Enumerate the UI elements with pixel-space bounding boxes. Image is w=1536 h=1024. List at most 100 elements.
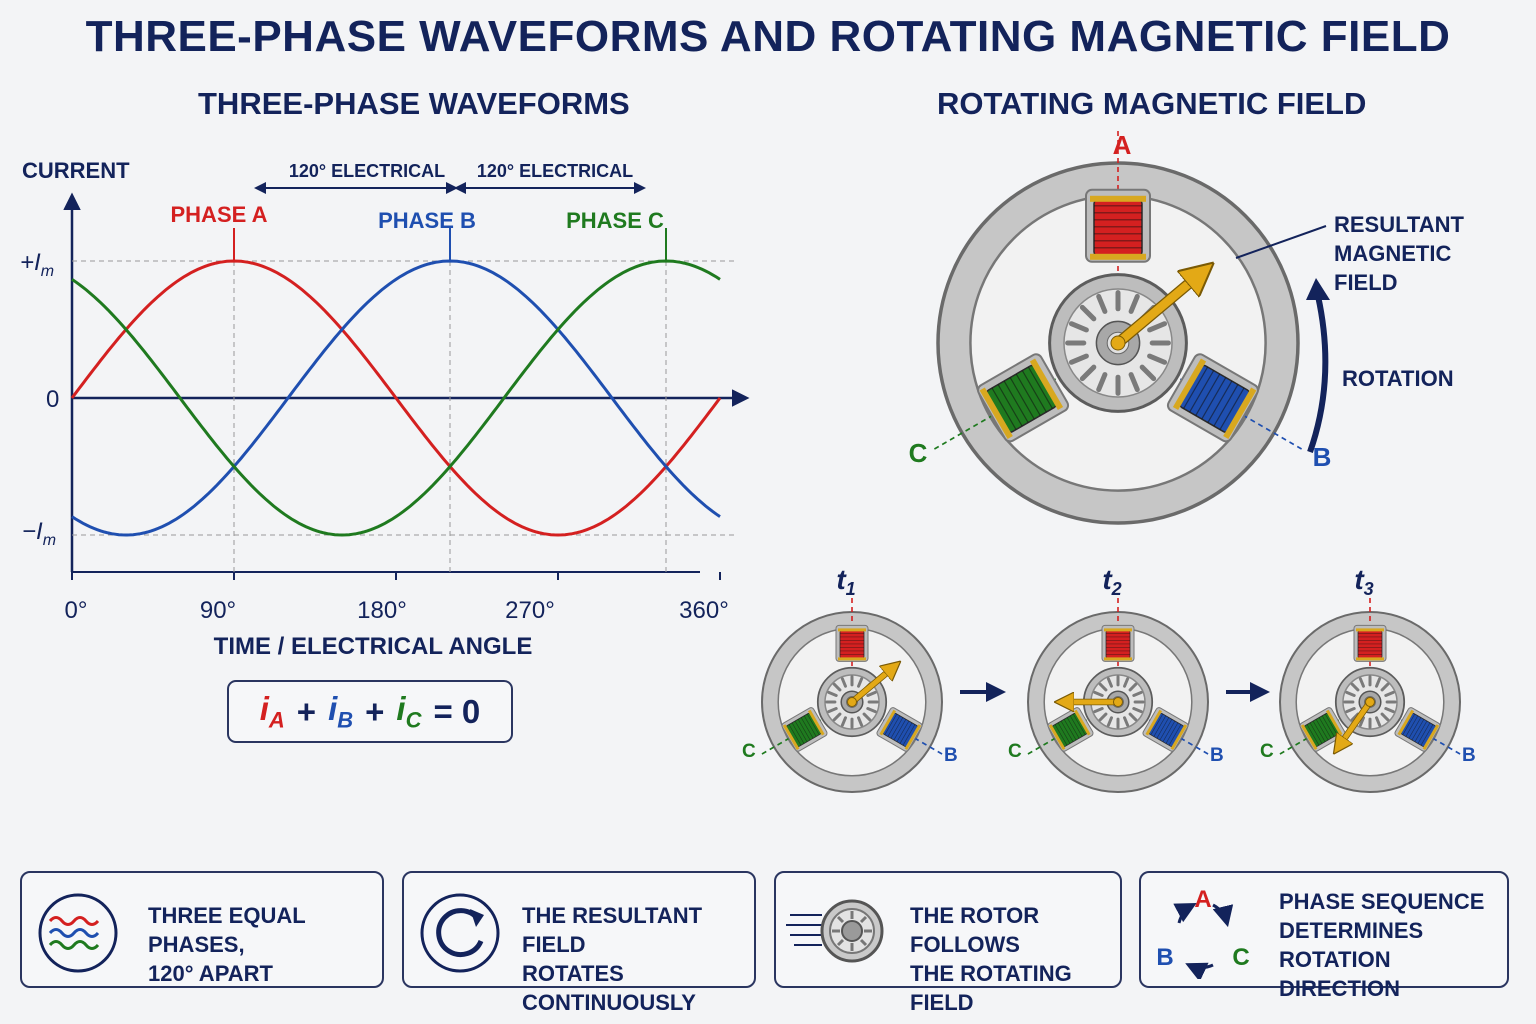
snapshot-3-coil-a-cap-top xyxy=(1356,628,1384,632)
eq-ia: iA xyxy=(259,689,285,733)
snapshot-1-rotor-bar xyxy=(832,712,842,722)
snapshot-3-arrow-pivot xyxy=(1365,697,1375,707)
big-motor-rotor-bar xyxy=(1068,353,1089,365)
snapshot-1-rotor-bar xyxy=(862,712,872,722)
snapshot-3-coil-c-cap-top xyxy=(1325,709,1343,736)
snapshot-3-coil-b-turn xyxy=(1414,720,1428,742)
three-waves-icon xyxy=(38,893,118,973)
snapshot-2-coil-c-turn xyxy=(1072,713,1086,735)
snapshot-2-sub: 2 xyxy=(1111,579,1122,599)
phase-label-c: PHASE C xyxy=(566,208,664,233)
rotation-arrow-head xyxy=(1306,278,1330,300)
card-2-text: THE RESULTANT FIELD ROTATES CONTINUOUSLY xyxy=(522,901,754,1017)
card-3-line-1: THE ROTOR FOLLOWS xyxy=(910,903,1040,957)
snapshot-1-rotor-bar xyxy=(827,690,838,697)
y-tick-zero: 0 xyxy=(46,386,59,413)
snapshot-1-rotor-bar xyxy=(827,707,838,714)
rotate-arrow-icon xyxy=(420,893,500,973)
big-motor-rotor-bar xyxy=(1079,364,1097,382)
card-1-line-2: 120° APART xyxy=(148,961,273,986)
x-tick-label-1: 90° xyxy=(200,597,236,624)
card-1-text: THREE EQUAL PHASES, 120° APART xyxy=(148,901,382,988)
snapshot-2-rotor-bar xyxy=(1128,682,1138,692)
snapshot-3-rotor-bar xyxy=(1380,682,1390,692)
snapshot-1-label-b: B xyxy=(944,745,958,766)
sum-equation: iA + iB + iC = 0 xyxy=(227,680,513,743)
resultant-label-line-3: FIELD xyxy=(1334,270,1398,295)
snapshot-3-coil-c-turn xyxy=(1324,713,1338,735)
snapshot-3-coil-b-turn xyxy=(1420,724,1434,746)
cycle-letter-a: A xyxy=(1194,886,1211,913)
snapshot-2-coil-b-turn xyxy=(1162,720,1176,742)
y-tick-minus-sub: m xyxy=(43,532,56,549)
card-4-line-3: DIRECTION xyxy=(1279,976,1400,1001)
snapshot-3-rotor-bar xyxy=(1345,707,1356,714)
snapshot-3-field-arrow xyxy=(1338,700,1373,748)
card-field-rotates: THE RESULTANT FIELD ROTATES CONTINUOUSLY xyxy=(402,871,756,1015)
snapshot-1-coil-c-turn xyxy=(803,715,817,737)
card-rotor-follows: THE ROTOR FOLLOWS THE ROTATING FIELD xyxy=(774,871,1122,1015)
snapshot-1-coil-c-turn xyxy=(800,717,814,739)
resultant-leader-line xyxy=(1235,225,1327,259)
pole-label-b: B xyxy=(1313,442,1332,472)
big-motor-rotor-bar xyxy=(1068,321,1089,333)
snapshot-2-coil-b-turn xyxy=(1150,713,1164,735)
snapshot-1-coil-b-cap-bottom xyxy=(904,724,922,751)
snapshot-2-coil-b-turn xyxy=(1168,724,1182,746)
eq-plus-1: + xyxy=(296,692,317,730)
snapshot-2-rotor-bar xyxy=(1098,712,1108,722)
snapshot-3-coil-c-turn xyxy=(1321,715,1335,737)
snapshot-2-coil-c-cap-bottom xyxy=(1048,724,1066,751)
snapshot-2-coil-c-cap-top xyxy=(1073,709,1091,736)
snapshot-1-coil-c xyxy=(781,707,828,752)
snapshot-3-rotor-bar xyxy=(1375,677,1382,688)
main-title: THREE-PHASE WAVEFORMS AND ROTATING MAGNE… xyxy=(85,12,1451,61)
phase-cycle-icon: A B C xyxy=(1156,886,1250,979)
eq-equals: = 0 xyxy=(433,692,481,730)
snapshot-2-coil-b-turn xyxy=(1153,715,1167,737)
snapshot-2-coil-b-turn xyxy=(1165,722,1179,744)
card-4-line-1: PHASE SEQUENCE xyxy=(1279,889,1485,914)
big-motor-rotor-bar xyxy=(1147,321,1168,333)
big-motor-rotor-bar xyxy=(1096,372,1108,393)
snapshot-1-sub: 1 xyxy=(846,579,856,599)
snapshot-3-rotor-bar xyxy=(1380,712,1390,722)
big-motor-field-arrow xyxy=(1115,271,1203,347)
series-line-phase-c xyxy=(71,259,721,537)
spacing-label-2: 120° ELECTRICAL xyxy=(477,161,633,181)
big-motor-coil-b-turn xyxy=(1189,370,1215,413)
snapshot-1-coil-c-cap-bottom xyxy=(782,724,800,751)
resultant-label-line-1: RESULTANT xyxy=(1334,212,1465,237)
snapshot-1-rotor-bar xyxy=(857,716,864,727)
snapshot-2-coil-b-turn xyxy=(1159,719,1173,741)
snapshot-1-rotor-bar xyxy=(857,677,864,688)
big-motor-coil-c-cap-bottom xyxy=(979,387,1013,440)
phase-label-b: PHASE B xyxy=(378,208,476,233)
big-motor-coil-b-turn xyxy=(1195,373,1221,416)
snapshot-3-rotor-bar xyxy=(1384,690,1395,697)
snapshot-2-coil-b-turn xyxy=(1156,717,1170,739)
eq-ic: iC xyxy=(396,689,422,733)
y-axis-label: CURRENT xyxy=(22,158,130,183)
x-axis-label: TIME / ELECTRICAL ANGLE xyxy=(214,633,533,660)
snapshot-1-coil-a xyxy=(835,624,869,662)
snapshot-2-rotor-bar xyxy=(1123,677,1130,688)
big-motor-coil-c-cap-top xyxy=(1029,358,1064,411)
field-heading: ROTATING MAGNETIC FIELD xyxy=(937,86,1367,121)
snapshot-2-coil-b xyxy=(1142,707,1189,752)
snapshot-3-coil-c-cap-bottom xyxy=(1300,724,1318,751)
snapshot-2-rotor-bar xyxy=(1106,677,1113,688)
snapshot-3-coil-b-turn xyxy=(1417,722,1431,744)
snapshot-2-rotor-bar xyxy=(1128,712,1138,722)
snapshot-2-coil-c-turn xyxy=(1060,720,1074,742)
big-motor-coil-c-turn xyxy=(991,387,1017,430)
big-motor-coil-b-cap-bottom xyxy=(1223,387,1257,440)
snapshot-1-label: t1 xyxy=(836,564,855,599)
snapshot-3-coil-c-turn xyxy=(1315,719,1329,741)
snapshot-2-label-c: C xyxy=(1008,741,1022,762)
card-2-line-1: THE RESULTANT FIELD xyxy=(522,903,703,957)
big-motor-coil-b-turn xyxy=(1183,366,1209,409)
card-phase-sequence: A B C PHASE SEQUENCE DETERMINES ROTATION… xyxy=(1139,871,1509,1001)
snapshot-1-coil-b xyxy=(876,707,923,752)
